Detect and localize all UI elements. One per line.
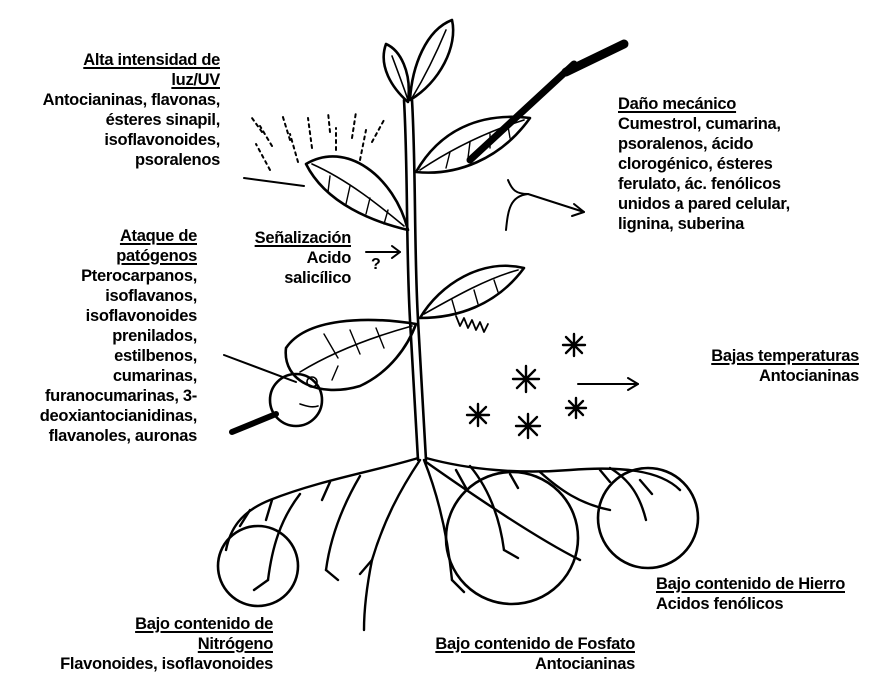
signaling-label: Señalización Acido salicílico bbox=[255, 228, 351, 288]
mechanical-label: Daño mecánico Cumestrol, cumarina, psora… bbox=[618, 94, 790, 234]
pathogen-title-line-2: patógenos bbox=[40, 246, 197, 266]
pathogen-body-line-8: deoxiantocianidinas, bbox=[40, 406, 197, 426]
iron-body: Acidos fenólicos bbox=[656, 594, 845, 614]
mechanical-body-line-6: lignina, suberina bbox=[618, 214, 790, 234]
uv-body-line-1: Antocianinas, flavonas, bbox=[43, 90, 220, 110]
pathogen-body-line-6: cumarinas, bbox=[40, 366, 197, 386]
signaling-question-mark: ? bbox=[371, 256, 381, 274]
iron-zone bbox=[598, 468, 698, 568]
pathogen-body-line-9: flavanoles, auronas bbox=[40, 426, 197, 446]
pathogen-body-line-4: prenilados, bbox=[40, 326, 197, 346]
upper-left-leaf bbox=[306, 156, 408, 230]
nitrogen-body: Flavonoides, isoflavonoides bbox=[60, 654, 273, 674]
low-temperature-title: Bajas temperaturas bbox=[711, 346, 859, 366]
mechanical-body-line-4: ferulato, ác. fenólicos bbox=[618, 174, 790, 194]
nitrogen-title-line-2: Nitrógeno bbox=[60, 634, 273, 654]
nitrogen-title-line-1: Bajo contenido de bbox=[60, 614, 273, 634]
mechanical-body-line-2: psoralenos, ácido bbox=[618, 134, 790, 154]
mechanical-probe bbox=[470, 64, 574, 160]
cold-symbols bbox=[467, 334, 586, 438]
iron-label: Bajo contenido de Hierro Acidos fenólico… bbox=[656, 574, 845, 614]
pathogen-body-line-7: furanocumarinas, 3- bbox=[40, 386, 197, 406]
top-leaf-right bbox=[410, 20, 453, 100]
uv-body-line-3: isoflavonoides, bbox=[43, 130, 220, 150]
low-temperature-label: Bajas temperaturas Antocianinas bbox=[711, 346, 859, 386]
mechanical-title: Daño mecánico bbox=[618, 94, 790, 114]
upper-right-leaf bbox=[416, 117, 530, 173]
pathogen-body-line-2: isoflavanos, bbox=[40, 286, 197, 306]
mechanical-body-line-3: clorogénico, ésteres bbox=[618, 154, 790, 174]
mechanical-body-line-5: unidos a pared celular, bbox=[618, 194, 790, 214]
uv-body-line-4: psoralenos bbox=[43, 150, 220, 170]
signaling-title: Señalización bbox=[255, 228, 351, 248]
iron-title: Bajo contenido de Hierro bbox=[656, 574, 845, 594]
nitrogen-zone bbox=[218, 526, 298, 606]
uv-body-line-2: ésteres sinapil, bbox=[43, 110, 220, 130]
phosphate-title: Bajo contenido de Fosfato bbox=[435, 634, 635, 654]
phosphate-body: Antocianinas bbox=[435, 654, 635, 674]
uv-title-line-2: luz/UV bbox=[43, 70, 220, 90]
signaling-body-line-1: Acido bbox=[255, 248, 351, 268]
signaling-body-line-2: salicílico bbox=[255, 268, 351, 288]
pathogen-body-line-1: Pterocarpanos, bbox=[40, 266, 197, 286]
nitrogen-label: Bajo contenido de Nitrógeno Flavonoides,… bbox=[60, 614, 273, 674]
pathogen-title-line-1: Ataque de bbox=[40, 226, 197, 246]
mechanical-body-line-1: Cumestrol, cumarina, bbox=[618, 114, 790, 134]
phosphate-label: Bajo contenido de Fosfato Antocianinas bbox=[435, 634, 635, 674]
phosphate-zone bbox=[446, 472, 578, 604]
uv-label: Alta intensidad de luz/UV Antocianinas, … bbox=[43, 50, 220, 170]
pathogen-body-line-3: isoflavonoides bbox=[40, 306, 197, 326]
low-temperature-body: Antocianinas bbox=[711, 366, 859, 386]
pathogen-body-line-5: estilbenos, bbox=[40, 346, 197, 366]
pathogen-label: Ataque de patógenos Pterocarpanos, isofl… bbox=[40, 226, 197, 446]
uv-title-line-1: Alta intensidad de bbox=[43, 50, 220, 70]
